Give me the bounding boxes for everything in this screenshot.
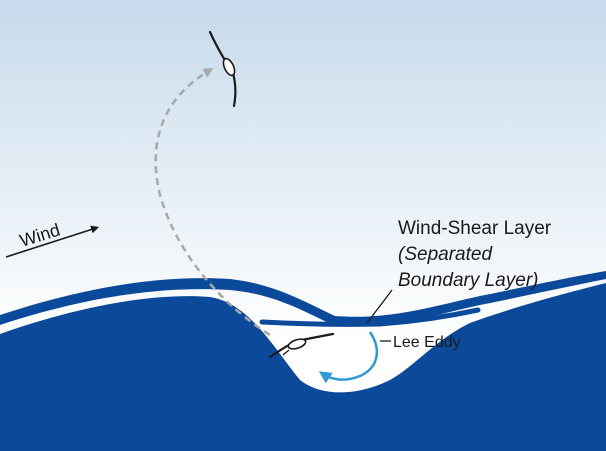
albatross-upper-icon — [208, 30, 237, 108]
lee-eddy-arrow-icon — [318, 331, 379, 384]
wave-crest-band — [0, 271, 606, 327]
wind-shear-title: Wind-Shear Layer — [398, 218, 552, 239]
wind-arrow-icon — [5, 225, 100, 258]
ocean-wave-body — [0, 283, 606, 451]
bird-trajectory-path — [154, 67, 271, 337]
wind-shear-subtitle-1: (Separated — [398, 244, 493, 265]
albatross-lower-icon — [268, 332, 335, 359]
wind-shear-subtitle-2: Boundary Layer) — [398, 270, 538, 291]
lee-eddy-label: Lee Eddy — [393, 334, 461, 351]
wind-shear-leader — [366, 289, 393, 324]
wind-shear-line — [259, 307, 481, 327]
